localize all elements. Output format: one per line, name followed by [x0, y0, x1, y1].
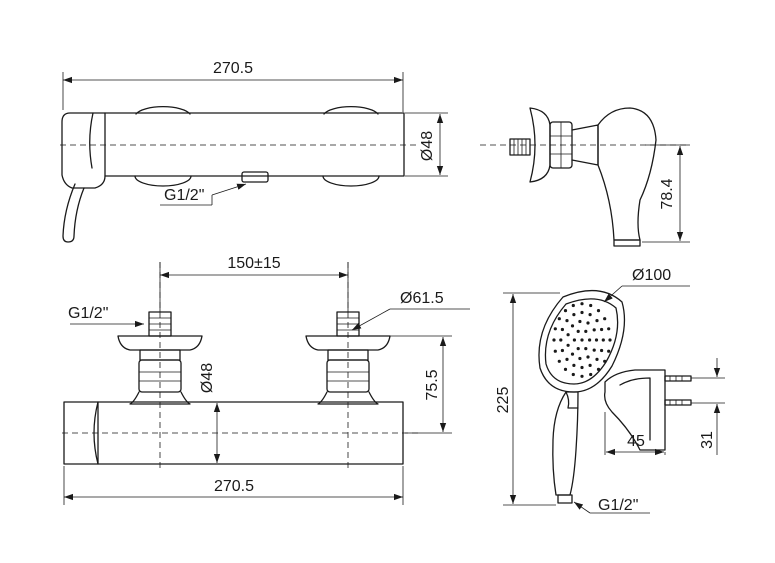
top-diameter-label: Ø48 [419, 131, 436, 161]
top-inlet-disc-right [323, 106, 379, 115]
shower-length-label: 225 [495, 387, 512, 414]
front-lever-end [63, 401, 99, 465]
top-length-label: 270.5 [213, 60, 253, 77]
holder-height-label: 31 [699, 431, 716, 449]
side-view: 78.4 [480, 107, 690, 247]
holder-pin-top [664, 375, 692, 382]
side-height-label: 78.4 [659, 178, 676, 209]
front-length-label: 270.5 [214, 478, 254, 495]
front-diameter-label: Ø48 [199, 363, 216, 393]
shower-head [538, 289, 626, 393]
wall-holder: 45 31 [604, 358, 725, 456]
top-body [104, 112, 405, 177]
hand-shower: 225 Ø100 G1/2" [495, 267, 690, 514]
side-lever-body [597, 107, 657, 241]
shower-nozzles [552, 302, 612, 378]
side-flange [529, 107, 551, 183]
top-outlet-nut [241, 171, 269, 183]
top-lever-handle [62, 183, 85, 243]
holder-width-label: 45 [627, 433, 645, 450]
top-lever-base [61, 112, 106, 189]
top-thread-label: G1/2" [164, 187, 204, 204]
holder-body [604, 369, 666, 451]
top-inlet-disc-left [135, 106, 191, 115]
front-height-label: 75.5 [424, 369, 441, 400]
front-view: 150±15 [62, 255, 470, 505]
top-view: 270.5 G1/2" Ø48 [60, 60, 448, 243]
side-inlet-thread [509, 138, 531, 156]
head-diameter-label: Ø100 [632, 267, 671, 284]
holder-pin-bottom [664, 399, 692, 406]
center-distance-label: 150±15 [227, 255, 280, 272]
shower-connector [557, 494, 573, 504]
flange-diameter-label: Ø61.5 [400, 290, 444, 307]
shower-thread-label: G1/2" [598, 497, 638, 514]
inlet-thread-label: G1/2" [68, 305, 108, 322]
